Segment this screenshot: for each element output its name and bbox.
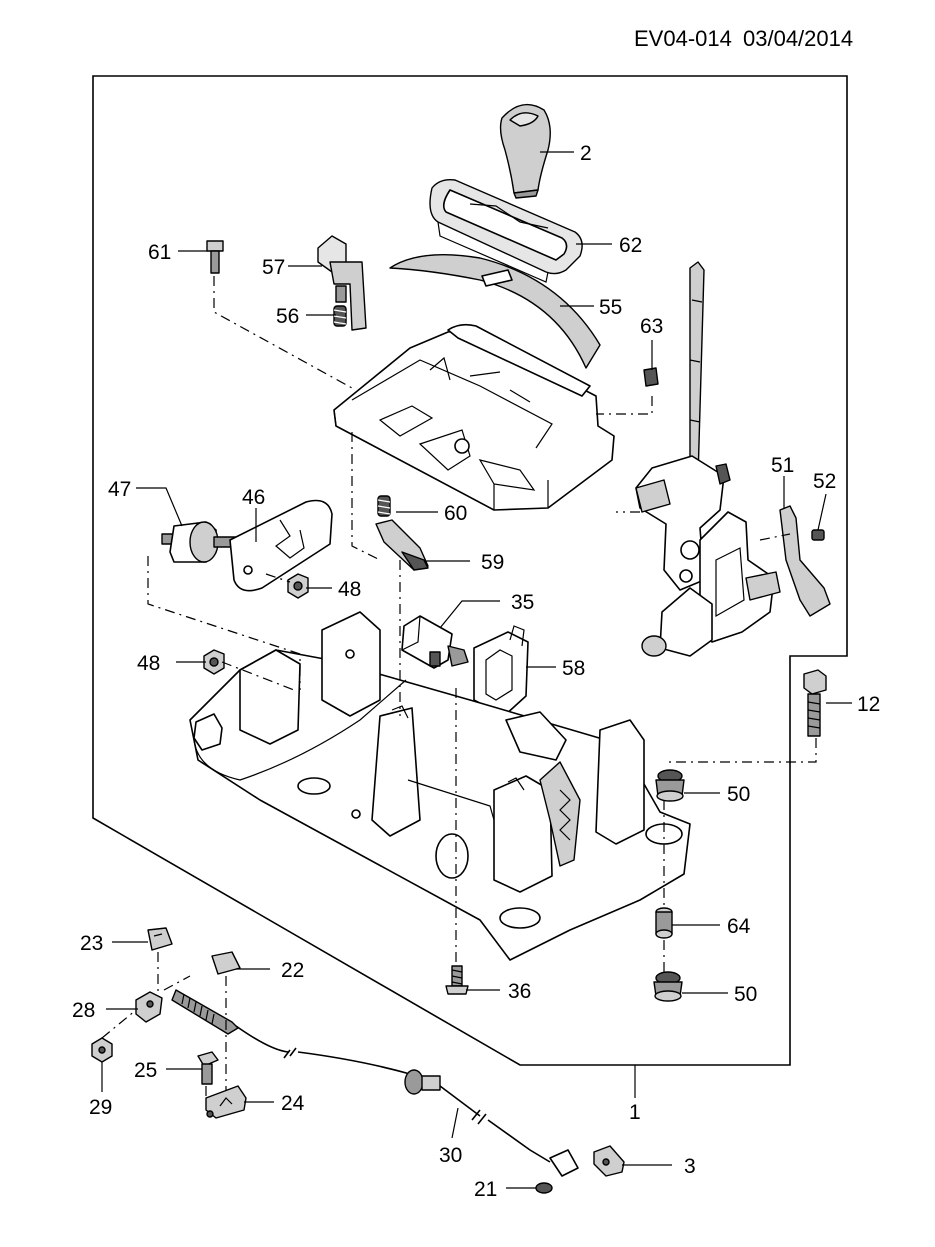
callout-50-upper: 50 <box>727 783 750 806</box>
callout-24: 24 <box>281 1092 305 1115</box>
callout-61: 61 <box>148 241 171 264</box>
nut-48-upper <box>287 573 309 599</box>
assembly-lines <box>101 276 817 1098</box>
document-id: EV04-014 <box>634 26 732 51</box>
callout-59: 59 <box>481 551 504 574</box>
callout-60: 60 <box>444 502 467 525</box>
callout-2: 2 <box>580 142 592 165</box>
bolt-12 <box>803 669 827 737</box>
clip-63 <box>643 367 659 387</box>
upper-housing <box>333 323 615 511</box>
indicator-bezel <box>429 178 583 283</box>
shift-cable <box>171 989 579 1177</box>
callout-58: 58 <box>562 657 585 680</box>
callout-56: 56 <box>276 305 299 328</box>
callout-57: 57 <box>262 256 285 279</box>
callout-1: 1 <box>629 1101 641 1124</box>
callout-55: 55 <box>599 296 622 319</box>
callout-50-lower: 50 <box>734 983 757 1006</box>
clip-23 <box>147 927 173 951</box>
callout-22: 22 <box>281 959 304 982</box>
callout-46: 46 <box>242 486 265 509</box>
callout-63: 63 <box>640 315 663 338</box>
callout-62: 62 <box>619 234 642 257</box>
indicator-strip <box>389 254 601 369</box>
callout-21: 21 <box>474 1178 497 1201</box>
callout-64: 64 <box>727 915 751 938</box>
base-housing <box>189 611 691 961</box>
lever-51 <box>779 505 831 617</box>
clip-22 <box>211 951 241 975</box>
callout-30: 30 <box>439 1144 462 1167</box>
callout-numbers: 2 62 55 61 57 56 63 60 59 47 46 48 48 35… <box>72 142 880 1201</box>
callout-51: 51 <box>771 454 794 477</box>
callout-25: 25 <box>134 1059 157 1082</box>
screw-52 <box>811 529 825 541</box>
callout-52: 52 <box>813 470 836 493</box>
nut-48-left <box>203 649 225 675</box>
lock-bracket <box>317 235 367 331</box>
bracket-3 <box>593 1145 625 1177</box>
bolt-25 <box>197 1051 219 1085</box>
callout-35: 35 <box>511 591 534 614</box>
grommet-50-lower <box>653 971 683 1002</box>
callout-28: 28 <box>72 999 95 1022</box>
callout-12: 12 <box>857 693 880 716</box>
detent-plate <box>229 499 333 592</box>
shift-knob <box>499 103 551 199</box>
document-date: 03/04/2014 <box>743 26 853 51</box>
grommet-50-upper <box>655 769 685 802</box>
assembly-boundary <box>92 75 848 1066</box>
leader-lines <box>101 151 852 1189</box>
screw-36 <box>445 965 469 995</box>
callout-36: 36 <box>508 980 531 1003</box>
nut-29 <box>91 1037 113 1063</box>
callout-23: 23 <box>80 932 103 955</box>
spring-60 <box>377 495 391 517</box>
shift-lever-assembly <box>635 261 781 657</box>
callout-3: 3 <box>684 1155 696 1178</box>
bolt-61 <box>206 240 224 274</box>
switch-47 <box>161 521 237 563</box>
spring-56 <box>333 305 347 327</box>
bracket-24 <box>205 1085 247 1119</box>
detent-lever <box>375 519 429 571</box>
callout-48-upper: 48 <box>338 578 361 601</box>
callout-29: 29 <box>89 1096 112 1119</box>
callout-47: 47 <box>108 478 131 501</box>
clip-21 <box>535 1182 553 1194</box>
bracket-58 <box>473 625 529 717</box>
bracket-28 <box>135 991 163 1023</box>
solenoid <box>401 615 469 669</box>
sleeve-64 <box>655 907 673 939</box>
callout-48-left: 48 <box>137 652 160 675</box>
